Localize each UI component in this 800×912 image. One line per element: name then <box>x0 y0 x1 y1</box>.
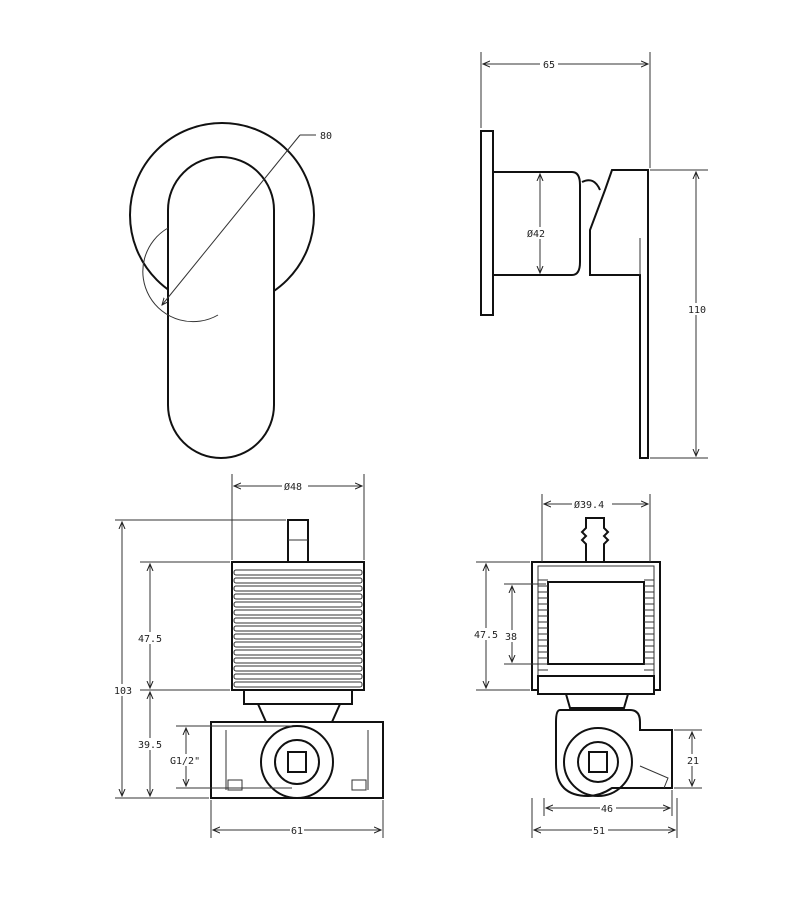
inlet-square <box>287 751 307 773</box>
dim-upper-47-5: 47.5 <box>138 634 162 645</box>
outlet-outer <box>563 727 633 797</box>
dim-side-upper-47-5: 47.5 <box>474 630 498 641</box>
diameter-80-line <box>162 134 301 305</box>
valve-spindle <box>287 519 309 563</box>
handle-lever-side <box>589 169 649 459</box>
cartridge-collar <box>243 689 353 705</box>
cartridge-rib <box>233 593 363 600</box>
outlet-inner <box>577 741 619 783</box>
cartridge-rib <box>233 625 363 632</box>
inlet-outer <box>260 725 334 799</box>
dim-thread-g12: G1/2" <box>170 756 200 767</box>
dim-height-103: 103 <box>114 686 132 697</box>
side-valve-neck <box>564 693 630 709</box>
cartridge-rib <box>233 609 363 616</box>
dim-lower-39-5: 39.5 <box>138 740 162 751</box>
side-valve-view: Ø39.4 47.5 38 21 46 51 <box>474 494 702 838</box>
cartridge-rib <box>233 585 363 592</box>
dim-width-61: 61 <box>291 826 303 837</box>
outlet-square <box>588 751 608 773</box>
cartridge-rib <box>233 641 363 648</box>
cartridge-rib <box>233 649 363 656</box>
dim-height-110: 110 <box>688 305 706 316</box>
dim-width-65: 65 <box>543 60 555 71</box>
inlet-inner <box>274 739 320 785</box>
dim-diameter-39-4: Ø39.4 <box>574 499 604 511</box>
valve-body <box>210 721 384 799</box>
dim-diameter-48: Ø48 <box>284 481 302 493</box>
sleeve-collar <box>537 675 655 695</box>
cartridge-ribs <box>233 569 363 688</box>
front-handle-view: 80 <box>129 122 332 459</box>
center-arc <box>142 227 219 323</box>
valve-neck <box>256 703 342 723</box>
cartridge-rib <box>233 681 363 688</box>
handle-lever <box>167 156 275 459</box>
sleeve-ribs-left <box>538 579 548 671</box>
dim-width-51: 51 <box>593 826 605 837</box>
bottom-tab <box>639 765 669 789</box>
spindle-splined <box>580 517 610 569</box>
cartridge-rib <box>233 617 363 624</box>
cartridge-rib <box>233 569 363 576</box>
wall-plate <box>480 130 494 316</box>
front-valve-view: Ø48 103 47.5 39.5 G1/2" 61 <box>114 474 384 838</box>
dim-inner-width-46: 46 <box>601 804 613 815</box>
side-valve-body <box>555 709 673 798</box>
dim-diameter-42: Ø42 <box>527 228 545 240</box>
dim-outlet-21: 21 <box>687 756 699 767</box>
side-handle-view: 65 Ø42 110 <box>480 52 708 459</box>
cartridge-rib <box>233 657 363 664</box>
handle-body <box>492 171 581 276</box>
cartridge-rib <box>233 665 363 672</box>
cartridge-rib <box>233 633 363 640</box>
cartridge-core <box>547 581 645 665</box>
dim-inner-38: 38 <box>505 632 517 643</box>
cartridge-rib <box>233 673 363 680</box>
cartridge-rib <box>233 601 363 608</box>
cartridge-rib <box>233 577 363 584</box>
handle-joint <box>581 179 601 191</box>
dim-diameter-80: 80 <box>320 131 332 142</box>
sleeve-ribs-right <box>644 579 654 671</box>
